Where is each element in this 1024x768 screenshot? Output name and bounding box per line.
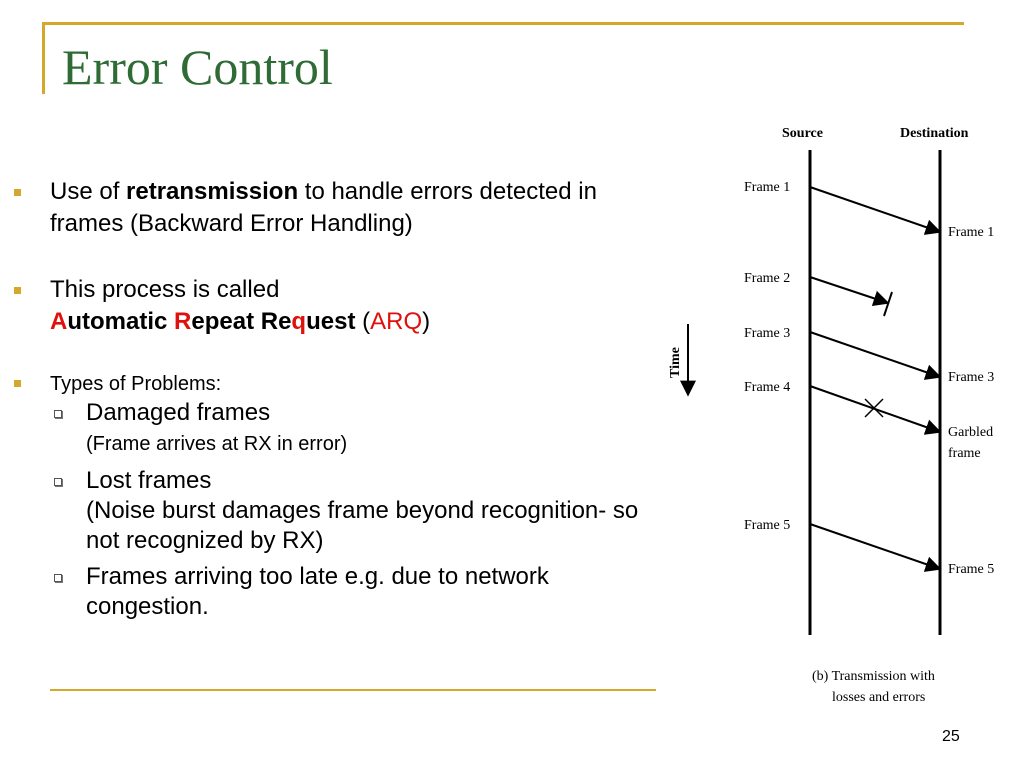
page-number: 25	[942, 728, 960, 745]
received-frame-label: Frame 1	[948, 225, 994, 240]
slide-title: Error Control	[62, 39, 333, 95]
bullet-marker	[14, 189, 21, 196]
sent-frame-label: Frame 5	[744, 518, 790, 533]
problem-item: Lost frames (Noise burst damages frame b…	[50, 466, 672, 556]
frame-top-rule	[42, 22, 964, 25]
bullet-marker	[14, 380, 21, 387]
problem-note: (Frame arrives at RX in error)	[86, 433, 348, 455]
sub-bullet-box	[54, 478, 62, 486]
received-frame-label: Frame 3	[948, 370, 994, 385]
bullet-problems: Types of Problems: Damaged frames (Frame…	[12, 370, 672, 622]
problem-item: Frames arriving too late e.g. due to net…	[50, 562, 672, 622]
bullet-text-pre: Use of	[50, 178, 127, 205]
destination-label: Destination	[900, 126, 969, 141]
sent-frame-label: Frame 3	[744, 326, 790, 341]
bullet-marker	[14, 287, 21, 294]
frame-1-arrow	[809, 186, 942, 235]
bottom-rule	[50, 689, 656, 691]
problems-heading: Types of Problems:	[50, 373, 222, 395]
bullet-arq: This process is called Automatic Repeat …	[12, 274, 672, 338]
sub-bullet-box	[54, 410, 62, 418]
time-label: Time	[668, 347, 683, 378]
arq-term: Automatic Repeat Request	[50, 308, 356, 335]
error-x-icon	[864, 398, 884, 418]
problem-item: Damaged frames (Frame arrives at RX in e…	[50, 398, 672, 460]
problem-note: (Noise burst damages frame beyond recogn…	[86, 497, 639, 554]
sent-frame-label: Frame 4	[744, 380, 790, 395]
bullet-text-bold: retransmission	[126, 178, 299, 205]
frame-5-arrow	[809, 523, 942, 572]
arq-timing-diagram: Source Destination Time Frame 1 Frame 2 …	[668, 126, 994, 705]
garbled-label: frame	[948, 446, 981, 461]
bullet-text-post: to handle errors detected in frames (Bac…	[50, 178, 597, 237]
arq-intro: This process is called	[50, 276, 280, 303]
received-frame-label: Frame 5	[948, 562, 994, 577]
bullet-retransmission: Use of retransmission to handle errors d…	[12, 176, 672, 240]
problems-sublist: Damaged frames (Frame arrives at RX in e…	[50, 398, 672, 622]
sub-bullet-box	[54, 574, 62, 582]
sent-frame-label: Frame 2	[744, 271, 790, 286]
sent-frame-label: Frame 1	[744, 180, 790, 195]
lost-frame-stop-mark	[883, 291, 893, 317]
frame-2-arrow-lost	[809, 276, 890, 307]
frame-left-rule	[42, 22, 45, 94]
frame-3-arrow	[809, 331, 942, 380]
diagram-caption: (b) Transmission with	[812, 669, 935, 684]
bullet-list: Use of retransmission to handle errors d…	[12, 176, 672, 622]
source-label: Source	[782, 126, 823, 141]
diagram-caption: losses and errors	[832, 690, 925, 705]
garbled-label: Garbled	[948, 425, 993, 440]
arq-abbr: ARQ	[370, 308, 423, 335]
